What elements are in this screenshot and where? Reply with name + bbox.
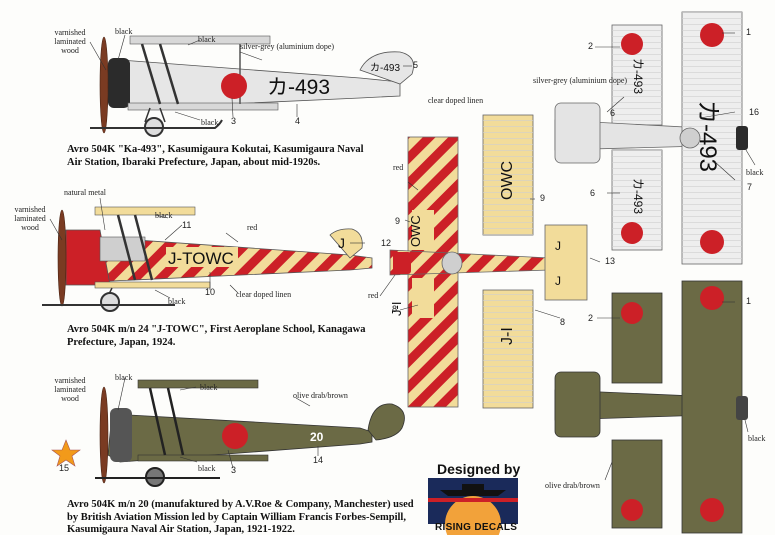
ka493-tail-marking: カ-493 [370, 62, 400, 74]
caption-ka493: Avro 504K "Ka-493", Kasumigaura Kokutai,… [67, 144, 364, 168]
label-black-3c: black [198, 464, 216, 473]
callout-10: 10 [205, 287, 216, 297]
n20-plan-view [554, 280, 748, 534]
n20-fuselage-number: 20 [310, 430, 324, 444]
callout-1a: 1 [746, 27, 752, 37]
ka493-top-wing-marking: カ-493 [694, 100, 721, 172]
callout-11: 11 [182, 220, 192, 230]
callout-5: 5 [413, 60, 419, 70]
label-clear-linen-1: clear doped linen [428, 96, 484, 105]
label-natural-metal: natural metal [64, 188, 106, 197]
callout-6b: 6 [590, 188, 596, 198]
label-black-1b: black [198, 35, 216, 44]
callout-4: 4 [295, 116, 301, 126]
ka493-lower-wing-marking: カ-493 [631, 178, 645, 214]
label-black-3a: black [115, 373, 133, 382]
label-black-1a: black [115, 27, 133, 36]
jtowc-underwing-ji: J-I [499, 327, 516, 345]
callout-8b: 8 [560, 317, 566, 327]
ka493-fuselage-marking: カ-493 [267, 76, 330, 99]
callout-16: 16 [749, 107, 760, 117]
label-olive-drab-1: olive drab/brown [293, 391, 348, 400]
label-red-1: red [393, 163, 404, 172]
callout-3b: 3 [231, 465, 237, 475]
label-varnished-wood-3: varnished laminated wood [54, 376, 86, 403]
brand-name: RISING DECALS [435, 522, 518, 533]
callout-1b: 1 [746, 296, 752, 306]
designed-by-text: Designed by [437, 461, 521, 477]
label-olive-drab-2: olive drab/brown [545, 481, 600, 490]
jtowc-plan-view: OWC J-I OWC J-I J J [389, 114, 588, 409]
label-red-3: red [368, 291, 379, 300]
label-black-plan3: black [748, 434, 766, 443]
ka493-side-view: カ-493 カ-493 [90, 35, 414, 137]
jtowc-tail-j-lower: J [555, 274, 561, 288]
callout-12: 12 [381, 238, 392, 248]
leader-lines [49, 32, 756, 481]
jtowc-side-view: J-TOWC J [42, 206, 373, 312]
label-black-1c: black [201, 118, 219, 127]
callout-15: 15 [59, 463, 70, 473]
callout-3a: 3 [231, 116, 237, 126]
rising-decals-logo [428, 478, 518, 535]
label-red-2: red [247, 223, 258, 232]
label-varnished-wood-2: varnished laminated wood [14, 205, 46, 232]
n20-side-view: 20 [51, 379, 405, 487]
caption-n20: Avro 504K m/n 20 (manufaktured by A.V.Ro… [67, 499, 414, 535]
caption-jtowc: Avro 504K m/n 24 "J-TOWC", First Aeropla… [67, 324, 366, 348]
label-black-2b: black [168, 297, 186, 306]
ka493-plan-view: カ-493 カ-493 カ-493 [554, 11, 748, 265]
jtowc-wing-owc: OWC [408, 215, 423, 247]
label-black-3b: black [200, 383, 218, 392]
jtowc-wing-ji: J-I [389, 302, 404, 316]
callout-8a: 8 [392, 304, 398, 314]
jtowc-tail-j-upper: J [555, 239, 561, 253]
jtowc-tail-marking: J [338, 235, 345, 251]
label-varnished-wood-1: varnished laminated wood [54, 28, 86, 55]
callout-6a: 6 [610, 108, 616, 118]
jtowc-fuselage-marking: J-TOWC [168, 249, 234, 268]
callout-13: 13 [605, 256, 616, 266]
jtowc-underwing-owc: OWC [499, 161, 516, 200]
ka493-upper-wing-marking: カ-493 [631, 58, 645, 94]
label-silver-grey-1: silver-grey (aluminium dope) [240, 42, 335, 51]
callout-9a: 9 [395, 216, 401, 226]
callout-2b: 2 [588, 313, 594, 323]
callout-7: 7 [747, 182, 753, 192]
label-clear-linen-2: clear doped linen [236, 290, 292, 299]
callout-14: 14 [313, 455, 324, 465]
label-black-plan1: black [746, 168, 764, 177]
callout-2a: 2 [588, 41, 594, 51]
label-silver-grey-2: silver-grey (aluminium dope) [533, 76, 628, 85]
callout-9b: 9 [540, 193, 546, 203]
label-black-2a: black [155, 211, 173, 220]
